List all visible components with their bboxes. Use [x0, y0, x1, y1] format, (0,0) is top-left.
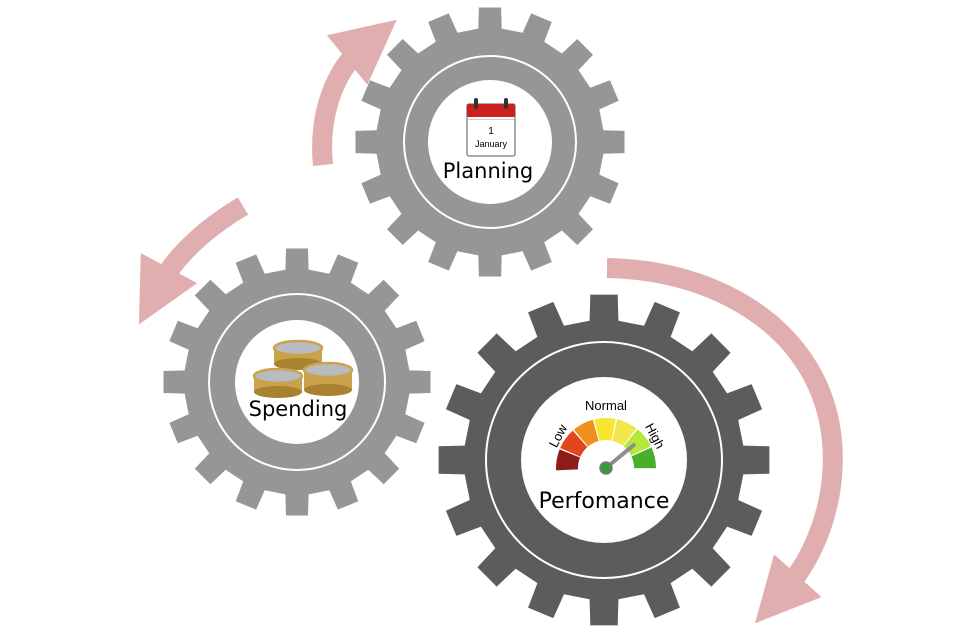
spending-label: Spending	[249, 397, 348, 421]
arrow-spending-to-planning	[312, 19, 397, 166]
arrow-planning-to-spending	[138, 197, 249, 325]
planning-gear: 1 January Planning	[355, 7, 625, 277]
gauge-segment	[612, 419, 637, 446]
cycle-arrows	[138, 19, 843, 624]
gauge-normal-label: Normal	[585, 398, 627, 413]
coins-icon	[252, 339, 354, 398]
gauge-segment	[631, 447, 657, 469]
performance-label: Perfomance	[539, 489, 670, 514]
gear-ring-planning	[403, 55, 577, 229]
gauge-segment	[560, 430, 588, 457]
gauge-needle-hub	[599, 461, 613, 475]
gear-ring-performance	[485, 341, 723, 579]
spending-gear: Spending	[163, 248, 431, 516]
calendar-day: 1	[488, 126, 494, 137]
gear-hub-performance	[521, 377, 687, 543]
gauge-segment	[556, 449, 581, 471]
gear-ring-spending	[208, 293, 386, 471]
planning-label: Planning	[443, 159, 533, 183]
gauge-segment	[594, 418, 616, 441]
gauge-icon	[556, 418, 657, 475]
arrow-performance-loop	[606, 258, 843, 624]
performance-gear: Low Normal High Perfomance	[438, 294, 770, 626]
gauge-segment	[573, 419, 599, 447]
calendar-icon: 1 January	[466, 98, 516, 157]
calendar-month: January	[475, 139, 508, 149]
